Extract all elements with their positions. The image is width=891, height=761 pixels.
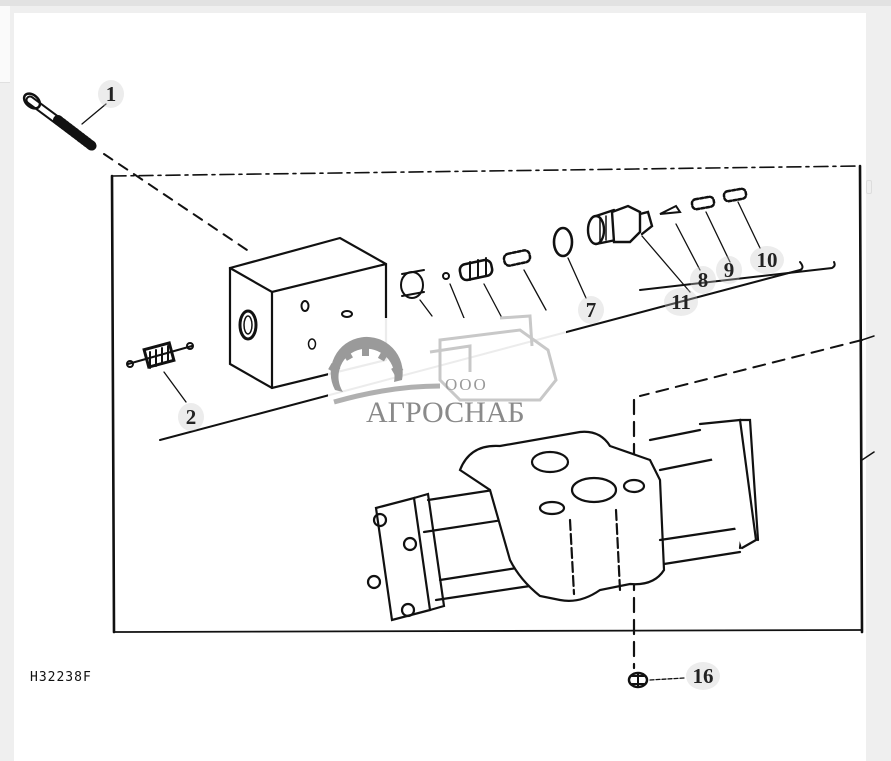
combine-harvester-icon bbox=[429, 314, 558, 402]
watermark-prefix: ООО bbox=[445, 375, 488, 394]
nut-part bbox=[627, 671, 649, 689]
callout-9[interactable]: 9 bbox=[716, 256, 742, 284]
callout-8[interactable]: 8 bbox=[690, 266, 716, 294]
bolt-part bbox=[22, 92, 97, 151]
small-parts-row bbox=[400, 226, 574, 299]
callout-16[interactable]: 16 bbox=[686, 662, 720, 690]
callout-2[interactable]: 2 bbox=[178, 403, 204, 431]
callout-1[interactable]: 1 bbox=[98, 80, 124, 108]
callout-11[interactable]: 11 bbox=[664, 288, 698, 316]
scroll-indicator[interactable] bbox=[866, 180, 872, 194]
figure-id-label: H32238F bbox=[30, 670, 92, 685]
callout-7[interactable]: 7 bbox=[578, 296, 604, 324]
left-strip bbox=[0, 6, 10, 83]
fitting-part-2 bbox=[126, 341, 194, 369]
fitting-part-11 bbox=[586, 204, 654, 246]
callout-10[interactable]: 10 bbox=[750, 246, 784, 274]
cylinder-assembly bbox=[366, 418, 760, 622]
gear-icon bbox=[328, 336, 404, 392]
top-bar bbox=[0, 0, 891, 6]
watermark-name: АГРОСНАБ bbox=[366, 396, 525, 429]
